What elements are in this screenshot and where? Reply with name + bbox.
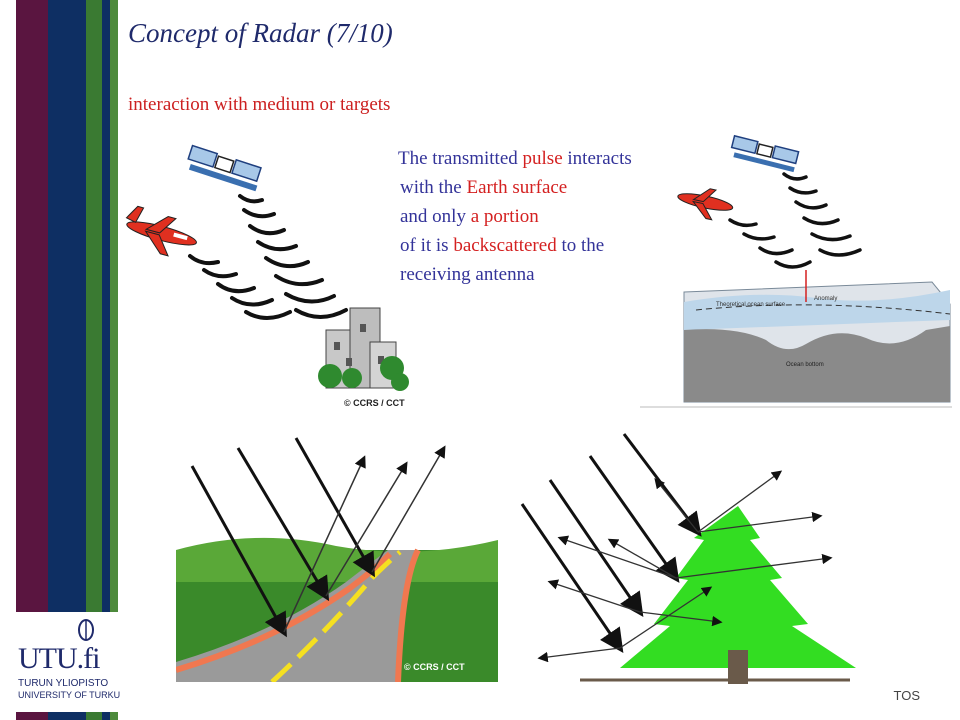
para-line-5: receiving antenna — [400, 264, 535, 285]
ocean-label-anomaly: Anomaly — [814, 296, 837, 302]
para-line-3: and only a portion — [400, 206, 539, 227]
scattered-arrows — [283, 445, 446, 633]
logo-line2: UNIVERSITY OF TURKU — [18, 690, 121, 700]
ocean-label-bottom: Ocean bottom — [786, 362, 824, 368]
tree-icon — [620, 506, 856, 668]
highlight-portion: a portion — [470, 206, 539, 227]
para-line-1: The transmitted pulse interacts — [398, 148, 632, 169]
para-line-4: of it is backscattered to the — [400, 235, 605, 256]
tree-scattering-illustration — [520, 433, 856, 684]
stripe-green-thin — [110, 0, 118, 720]
tree-incident-arrows — [520, 433, 702, 653]
ocean-label-surface: Theoretical ocean surface — [716, 302, 786, 308]
description-paragraph: The transmitted pulse interacts with the… — [398, 144, 632, 289]
radar-ocean-illustration: Theoretical ocean surface Anomaly Ocean … — [640, 134, 952, 408]
credit-top: © CCRS / CCT — [344, 398, 405, 408]
highlight-earth-surface: Earth surface — [466, 177, 568, 198]
logo-line1: TURUN YLIOPISTO — [18, 678, 109, 689]
highlight-pulse: pulse — [522, 148, 563, 169]
university-logo: UTU.fi TURUN YLIOPISTO UNIVERSITY OF TUR… — [0, 612, 124, 712]
logo-name: UTU.fi — [18, 642, 100, 675]
stripe-navy-thin — [102, 0, 110, 720]
logo-emblem-icon — [78, 619, 94, 641]
para-line-2: with the Earth surface — [400, 177, 568, 198]
satellite-icon-right — [730, 134, 800, 173]
stripe-navy — [48, 0, 86, 720]
credit-bottom: © CCRS / CCT — [404, 662, 465, 672]
stripe-maroon — [16, 0, 48, 720]
road-scattering-illustration: © CCRS / CCT — [176, 437, 498, 682]
radar-waves — [188, 194, 348, 320]
highlight-backscattered: backscattered — [453, 235, 557, 256]
radar-waves-right — [728, 172, 862, 269]
trees-icon — [318, 356, 409, 391]
tree-scattered-arrows — [537, 470, 833, 663]
stripe-green — [86, 0, 102, 720]
airplane-icon — [125, 205, 197, 257]
slide-subtitle: interaction with medium or targets — [128, 94, 391, 115]
ocean-cross-section: Theoretical ocean surface Anomaly Ocean … — [640, 270, 952, 408]
radar-urban-illustration: © CCRS / CCT — [125, 144, 409, 408]
footer-label: TOS — [893, 688, 921, 703]
airplane-icon-right — [677, 188, 734, 221]
slide-title: Concept of Radar (7/10) — [128, 18, 393, 48]
satellite-icon — [187, 144, 262, 192]
